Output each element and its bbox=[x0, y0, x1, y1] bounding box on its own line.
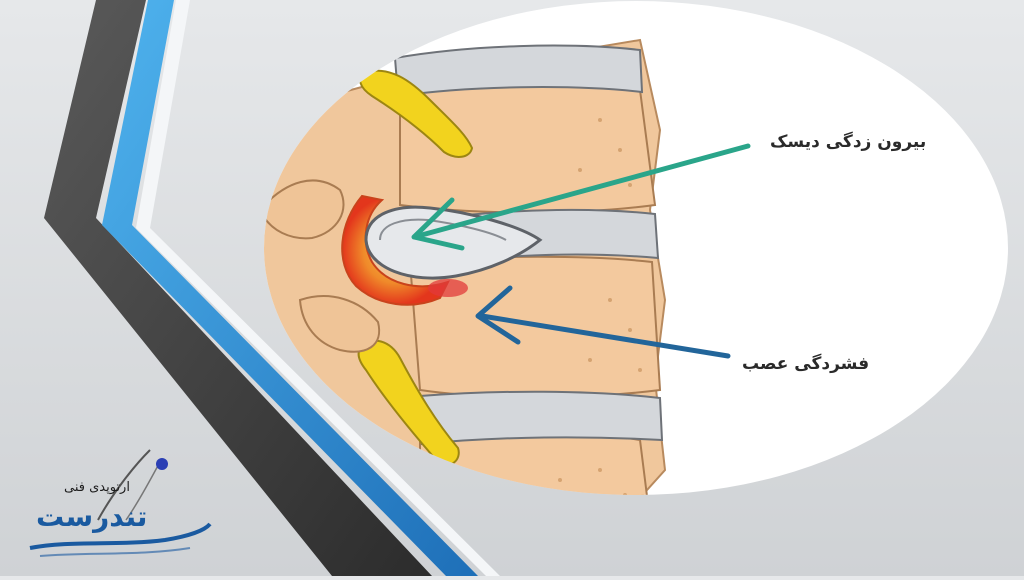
stripe-blue bbox=[102, 0, 478, 576]
herniation-arrow bbox=[411, 143, 751, 251]
top-disc bbox=[393, 44, 644, 98]
nerve-compression-label: فشردگی عصب bbox=[742, 354, 870, 374]
disc-herniation-label: بیرون زدگی دیسک bbox=[770, 132, 927, 152]
red-spot bbox=[428, 279, 468, 297]
spine-illustration bbox=[264, 38, 667, 495]
stripe-dark bbox=[44, 0, 432, 576]
logo-name: تندرست bbox=[36, 500, 148, 533]
upper-nerve bbox=[359, 69, 474, 158]
stripe-white bbox=[136, 0, 500, 576]
logo-subtitle: ارتوپدی فنی bbox=[64, 480, 130, 495]
herniated-disc bbox=[364, 205, 543, 280]
logo-mark bbox=[29, 449, 212, 557]
lower-nerve bbox=[357, 339, 460, 466]
compression-arrow bbox=[475, 285, 731, 359]
logo-wave bbox=[29, 522, 212, 550]
lower-disc bbox=[418, 390, 664, 446]
bone-texture bbox=[558, 118, 642, 495]
logo-dot bbox=[156, 458, 168, 470]
lamina-outline bbox=[298, 295, 381, 353]
facet-outline bbox=[264, 179, 345, 240]
